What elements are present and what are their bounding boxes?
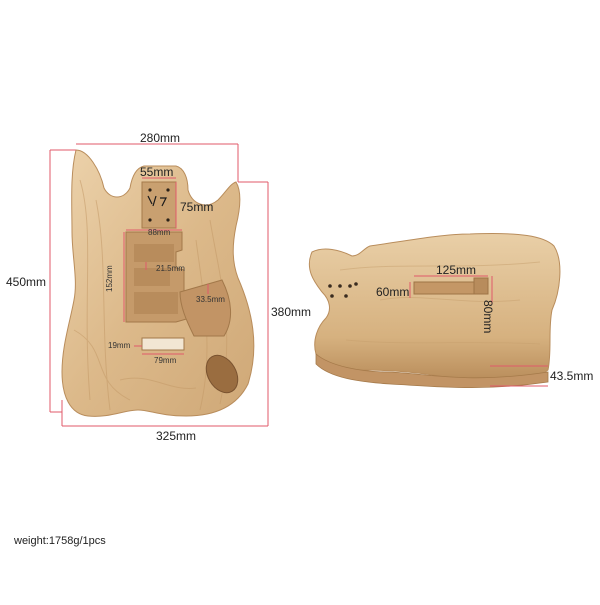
dimension-label-21-5mm: 21.5mm bbox=[156, 264, 185, 273]
dimension-label-43-5mm: 43.5mm bbox=[550, 369, 594, 383]
dimension-label-88mm: 88mm bbox=[148, 228, 171, 237]
dimension-label-152mm: 152mm bbox=[105, 265, 114, 292]
back-guitar-body bbox=[308, 233, 561, 388]
dimension-label-125mm: 125mm bbox=[436, 263, 477, 277]
dimension-label-33-5mm: 33.5mm bbox=[196, 295, 225, 304]
dimension-label-79mm: 79mm bbox=[154, 356, 177, 365]
dimension-label-55mm: 55mm bbox=[140, 165, 174, 179]
dimension-label-450mm: 450mm bbox=[6, 275, 47, 289]
dimension-label-325mm: 325mm bbox=[156, 429, 197, 443]
dimension-label-75mm: 75mm bbox=[180, 200, 214, 214]
front-guitar-body bbox=[61, 149, 255, 417]
dimension-label-19mm: 19mm bbox=[108, 341, 131, 350]
dimension-label-60mm: 60mm bbox=[376, 285, 410, 299]
weight-info: weight:1758g/1pcs bbox=[14, 535, 106, 547]
dimension-label-280mm: 280mm bbox=[140, 131, 181, 145]
dimension-label-380mm: 380mm bbox=[271, 305, 312, 319]
dimension-label-80mm: 80mm bbox=[481, 300, 495, 334]
dimension-lines bbox=[49, 143, 548, 427]
